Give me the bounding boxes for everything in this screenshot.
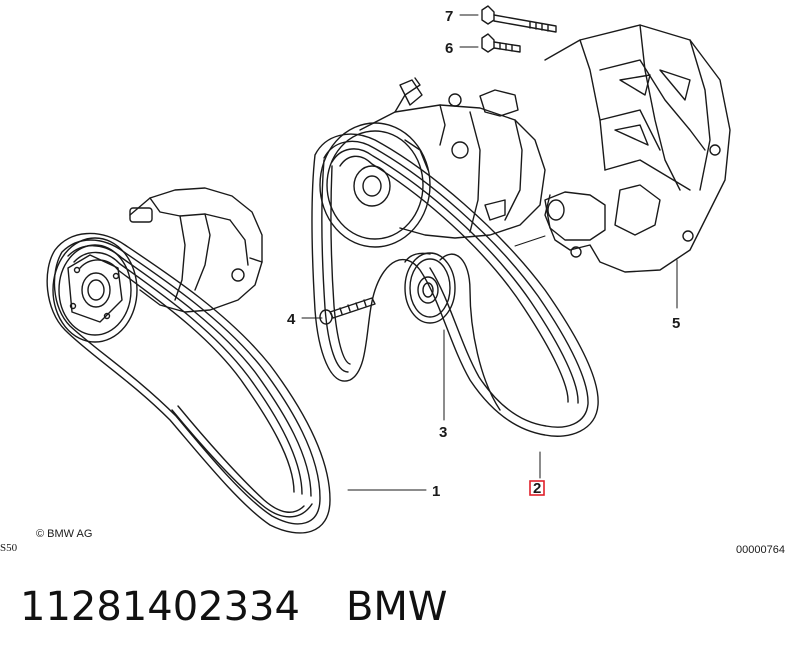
alternator-pulley	[52, 237, 138, 343]
alternator	[129, 187, 263, 313]
callout-7: 7	[445, 8, 453, 25]
callout-2: 2	[533, 480, 541, 497]
part-number: 11281402334	[20, 584, 300, 630]
callout-1: 1	[432, 483, 440, 500]
bolt-7	[481, 5, 557, 33]
leader-lines	[301, 14, 678, 491]
callout-5: 5	[672, 315, 680, 332]
ribbed-belt-2	[311, 133, 599, 437]
bracket-5	[544, 24, 731, 273]
ribbed-belt-1	[46, 232, 331, 534]
callout-6: 6	[445, 40, 453, 57]
part-caption: 11281402334 BMW	[20, 584, 447, 630]
callout-3: 3	[439, 424, 447, 441]
bolt-6	[481, 33, 521, 53]
copyright-text: © BMW AG	[36, 528, 92, 540]
callout-4: 4	[287, 311, 296, 328]
compressor-pulley	[319, 122, 431, 248]
corner-code: S50	[0, 542, 18, 554]
brand-name: BMW	[345, 584, 448, 630]
drawing-number: 00000764	[736, 544, 785, 556]
idler-pulley	[404, 252, 456, 324]
belt-drive-diagram: 1 2 3 4 5 6 7 © BMW AG S50 00000764	[0, 5, 785, 556]
bolt-4	[319, 297, 376, 325]
ac-compressor	[359, 77, 546, 239]
callout-2-highlight-box	[529, 480, 545, 496]
